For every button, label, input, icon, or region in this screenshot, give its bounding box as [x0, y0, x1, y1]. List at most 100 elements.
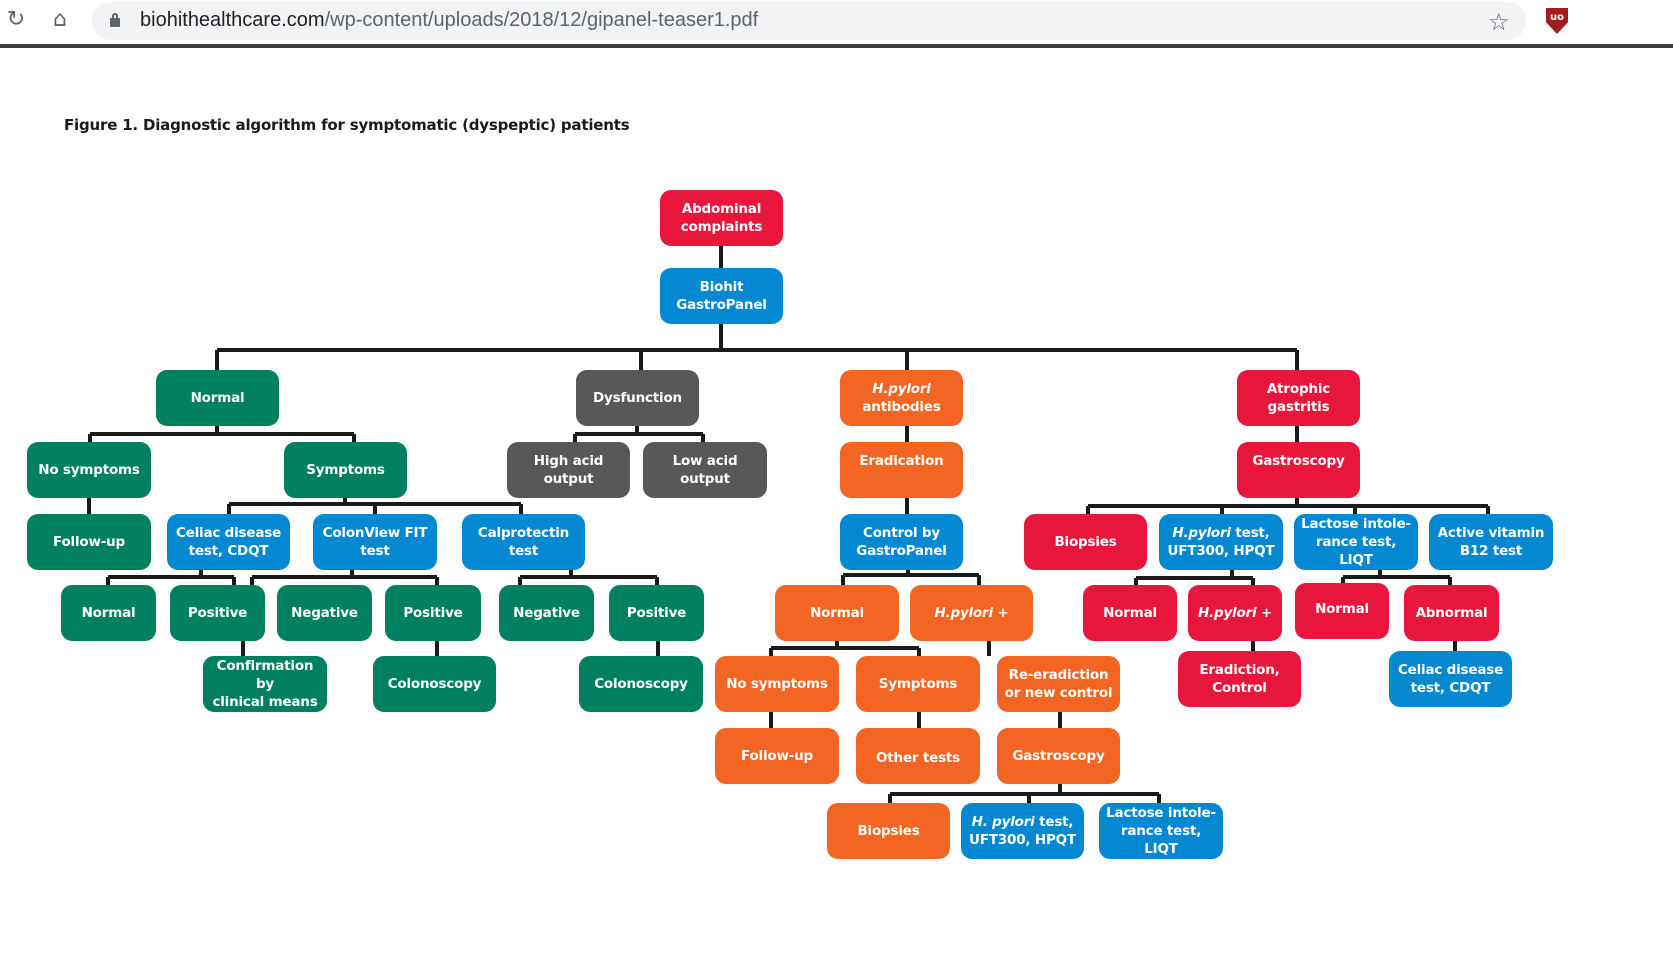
node-text: H.pylori — [872, 381, 931, 397]
node-reeradication: Re-eradiction or new control — [997, 656, 1120, 712]
node-hpylori-test-mid: H. pylori test, UFT300, HPQT — [961, 803, 1084, 859]
node-text: Re-eradiction — [1008, 667, 1109, 683]
url-domain: biohithealthcare.com — [140, 9, 325, 31]
node-celiac-test-right: Celiac disease test, CDQT — [1389, 651, 1512, 707]
node-calpro-positive: Positive — [609, 585, 704, 641]
node-text: Abdominal — [681, 201, 762, 217]
toolbar-divider — [0, 44, 1673, 48]
node-hpylori-test-right: H.pylori test, UFT300, HPQT — [1159, 514, 1283, 570]
home-icon[interactable]: ⌂ — [53, 7, 67, 32]
node-eradiction-control: Eradiction, Control — [1178, 651, 1301, 707]
node-text: GastroPanel — [676, 297, 767, 313]
connector — [841, 568, 981, 585]
node-symptoms: Symptoms — [284, 442, 407, 498]
node-text: H.pylori + — [934, 605, 1009, 621]
connector — [227, 497, 523, 514]
node-hpylori-normal-right: Normal — [1083, 585, 1177, 641]
node-hpylori-plus-right: H.pylori + — [1188, 585, 1282, 641]
node-text: UFT300, HPQT — [1167, 543, 1275, 559]
node-text: complaints — [680, 219, 763, 235]
node-eradication: Eradication — [840, 442, 963, 498]
connector — [573, 426, 705, 442]
node-control-normal: Normal — [775, 585, 899, 641]
node-lactose-test-right: Lactose intole-rance test, LIQT — [1294, 514, 1418, 570]
reload-icon[interactable]: ↻ — [6, 7, 26, 32]
node-colonoscopy-2: Colonoscopy — [579, 656, 703, 712]
node-dysfunction: Dysfunction — [576, 370, 699, 426]
connector — [1134, 568, 1255, 585]
node-text: gastritis — [1267, 399, 1330, 415]
node-colon-negative: Negative — [277, 585, 372, 641]
node-text: UFT300, HPQT — [969, 832, 1076, 848]
node-text: Celiac disease — [175, 525, 282, 541]
lock-icon[interactable] — [110, 13, 120, 27]
node-text: test, CDQT — [188, 543, 269, 559]
node-text: test — [360, 543, 390, 559]
node-follow-up-mid: Follow-up — [715, 728, 839, 784]
node-symptoms-mid: Symptoms — [856, 656, 980, 712]
connector — [215, 323, 1299, 370]
node-text: clinical means — [212, 694, 318, 710]
connector — [1341, 568, 1452, 585]
connector — [518, 568, 659, 585]
node-text: or new control — [1004, 685, 1113, 701]
node-text: antibodies — [862, 399, 941, 415]
node-other-tests: Other tests — [856, 728, 980, 784]
browser-toolbar: ↻ ⌂ biohithealthcare.com/wp-content/uplo… — [0, 0, 1673, 48]
node-text: test, — [1034, 814, 1074, 830]
node-no-symptoms-mid: No symptoms — [715, 656, 839, 712]
node-text: rance test, LIQT — [1120, 823, 1202, 857]
node-text: H.pylori — [1172, 525, 1231, 541]
figure-title: Figure 1. Diagnostic algorithm for sympt… — [64, 116, 630, 134]
node-text: Lactose intole- — [1301, 516, 1411, 532]
node-confirmation: Confirmation by clinical means — [203, 656, 327, 712]
node-normal: Normal — [156, 370, 279, 426]
node-text: Control — [1212, 680, 1267, 696]
node-text: GastroPanel — [856, 543, 947, 559]
connector — [88, 426, 356, 442]
ublock-shield-icon[interactable]: uo — [1546, 8, 1568, 34]
node-biopsies-mid: Biopsies — [827, 803, 950, 859]
url-text[interactable]: biohithealthcare.com/wp-content/uploads/… — [140, 9, 758, 32]
node-text: test, — [1230, 525, 1270, 541]
node-gastroscopy-right: Gastroscopy — [1237, 442, 1360, 498]
node-control-by-gastropanel: Control by GastroPanel — [840, 514, 963, 570]
node-abdominal-complaints: Abdominal complaints — [660, 190, 783, 246]
node-text: Active vitamin — [1437, 525, 1545, 541]
star-icon[interactable]: ☆ — [1488, 8, 1510, 36]
node-text: Eradiction, — [1199, 662, 1280, 678]
node-text: Biohit — [699, 279, 744, 295]
node-text: test, CDQT — [1410, 680, 1491, 696]
node-celiac-positive: Positive — [170, 585, 265, 641]
node-text: H. pylori — [971, 814, 1035, 830]
node-text: rance test, LIQT — [1315, 534, 1397, 568]
node-high-acid-output: High acid output — [507, 442, 630, 498]
node-low-acid-output: Low acid output — [643, 442, 767, 498]
node-lactose-abnormal: Abnormal — [1404, 585, 1499, 641]
node-text: test — [508, 543, 539, 559]
node-lactose-test-mid: Lactose intole-rance test, LIQT — [1099, 803, 1223, 859]
node-lactose-normal: Normal — [1295, 583, 1389, 639]
node-text: Confirmation by — [216, 658, 314, 692]
node-text: Celiac disease — [1397, 662, 1504, 678]
connector — [1086, 497, 1490, 514]
node-text: Lactose intole- — [1106, 805, 1216, 821]
node-text: Control by — [863, 525, 940, 541]
node-calpro-negative: Negative — [499, 585, 594, 641]
node-gastroscopy-mid: Gastroscopy — [997, 728, 1120, 784]
address-bar[interactable]: biohithealthcare.com/wp-content/uploads/… — [92, 2, 1526, 40]
node-hpylori-antibodies: H.pylori antibodies — [840, 370, 963, 426]
connector — [250, 568, 439, 585]
connector — [769, 640, 921, 656]
node-celiac-test: Celiac disease test, CDQT — [167, 514, 290, 570]
node-colonoscopy-1: Colonoscopy — [373, 656, 496, 712]
node-biopsies-right: Biopsies — [1024, 514, 1147, 570]
node-follow-up: Follow-up — [27, 514, 151, 570]
node-colon-positive: Positive — [385, 585, 481, 641]
